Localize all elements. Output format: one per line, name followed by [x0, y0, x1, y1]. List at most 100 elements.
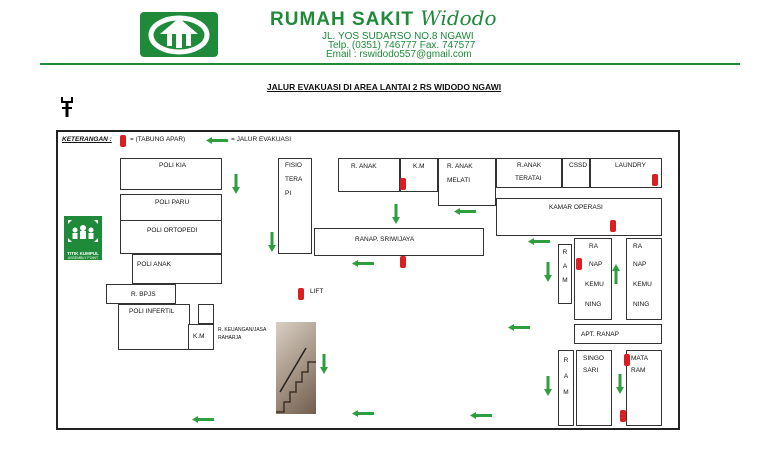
room-poli-paru: POLI PARU — [120, 194, 222, 222]
legend-route-arrow-icon — [206, 137, 228, 144]
room-label: K.M — [193, 333, 205, 340]
fire-extinguisher-icon — [624, 354, 630, 366]
header-divider — [40, 63, 740, 65]
room-laundry: LAUNDRY — [590, 158, 662, 188]
hospital-logo — [140, 12, 218, 57]
room-keuangan: R. KEUANGAN/JASA — [218, 327, 267, 333]
room-label-line: RA — [633, 243, 643, 250]
evacuation-arrow-down-icon — [392, 204, 400, 224]
room-label-line: NAP — [589, 261, 603, 268]
room-fisioterapi: FISIO TERA PI — [278, 158, 312, 254]
room-label: K.M — [413, 163, 425, 170]
room-label-line: M — [563, 389, 569, 396]
room-label: POLI KIA — [159, 162, 187, 169]
room-label: POLI ORTOPEDI — [147, 227, 198, 234]
evacuation-arrow-down-icon — [616, 374, 624, 394]
evacuation-arrow-down-icon — [268, 232, 276, 252]
legend-route-label: = JALUR EVAKUASI — [231, 136, 292, 143]
assembly-point-sign: TITIK KUMPUL ASSEMBLY POINT — [64, 216, 102, 260]
room-label-line: NAP — [633, 261, 647, 268]
evacuation-arrow-left-icon — [352, 260, 374, 267]
room-label: LIFT — [310, 288, 324, 295]
evacuation-arrow-left-icon — [528, 238, 550, 245]
room-mata-ram: MATA RAM — [626, 350, 662, 426]
room-label: LAUNDRY — [615, 162, 646, 169]
room-label-line: MELATI — [447, 177, 470, 184]
hospital-email: Email : rswidodo557@gmail.com — [326, 49, 472, 60]
hospital-name: RUMAH SAKIT Widodo — [270, 6, 497, 31]
map-title: JALUR EVAKUASI DI AREA LANTAI 2 RS WIDOD… — [266, 82, 502, 92]
assembly-people-icon — [68, 220, 98, 242]
compass-icon — [61, 97, 73, 117]
room-label: APT. RANAP — [581, 331, 619, 338]
room-label-line: RA — [589, 243, 599, 250]
room-label: KAMAR OPERASI — [549, 204, 603, 211]
room-small-closet — [198, 304, 214, 324]
room-label-line: M — [562, 277, 568, 284]
evacuation-arrow-left-icon — [192, 416, 214, 423]
room-label-line: KEMU — [585, 281, 604, 288]
room-label: POLI PARU — [155, 199, 190, 206]
assembly-sublabel: ASSEMBLY POINT — [67, 256, 99, 260]
evacuation-arrow-left-icon — [470, 412, 492, 419]
fire-extinguisher-icon — [610, 220, 616, 232]
hospital-name-main: RUMAH SAKIT — [270, 9, 414, 30]
room-r-anak-teratai: R.ANAK TERATAI — [496, 158, 562, 188]
room-label-line: A — [562, 263, 568, 270]
room-label-line: A — [563, 373, 569, 380]
room-ranap-kemuning-b: RA NAP KEMU NING — [626, 238, 662, 320]
room-label-line: PI — [285, 190, 292, 197]
fire-extinguisher-icon — [620, 410, 626, 422]
room-ranap-sriwijaya: RANAP. SRIWIJAYA — [314, 228, 484, 256]
room-label: R. BPJS — [131, 291, 156, 298]
room-poli-kia: POLI KIA — [120, 158, 222, 190]
room-label: RANAP. SRIWIJAYA — [355, 236, 415, 243]
room-cssd: CSSD — [562, 158, 590, 188]
evacuation-arrow-down-icon — [544, 262, 552, 282]
room-km-1: K.M — [188, 324, 214, 350]
room-lift: LIFT — [308, 282, 334, 304]
hospital-address: JL. YOS SUDARSO NO.8 NGAWI — [322, 31, 474, 42]
room-label: R. ANAK — [351, 163, 377, 170]
room-keuangan-sub: RAHARJA — [218, 335, 242, 341]
room-label-line: TERATAI — [515, 175, 542, 182]
room-label-line: RAM — [631, 367, 646, 374]
room-ram-1: R A M — [558, 244, 572, 304]
room-label: POLI ANAK — [137, 261, 171, 268]
room-ranap-kemuning-a: RA NAP KEMU NING — [574, 238, 612, 320]
room-apt-ranap: APT. RANAP — [574, 324, 662, 344]
hospital-phone: Telp. (0351) 746777 Fax. 747577 — [328, 40, 476, 51]
room-label-line: R.ANAK — [517, 162, 542, 169]
evacuation-arrow-left-icon — [508, 324, 530, 331]
room-label-line: R — [562, 249, 568, 256]
staircase-icon — [276, 347, 316, 413]
room-r-anak-melati: R. ANAK MELATI — [438, 158, 496, 206]
evacuation-arrow-down-icon — [232, 174, 240, 194]
fire-extinguisher-icon — [576, 258, 582, 270]
room-label-line: NING — [633, 301, 650, 308]
evacuation-arrow-down-icon — [320, 354, 328, 374]
room-label-line: KEMU — [633, 281, 652, 288]
room-poli-anak: POLI ANAK — [132, 254, 222, 284]
room-label-line: R. ANAK — [447, 163, 473, 170]
assembly-label: TITIK KUMPUL — [67, 251, 99, 256]
room-singosari: SINGO SARI — [576, 350, 612, 426]
room-label-line: NING — [585, 301, 602, 308]
room-label-line: SINGO — [583, 355, 604, 362]
evacuation-arrow-left-icon — [454, 208, 476, 215]
evacuation-arrow-left-icon — [352, 410, 374, 417]
room-label-line: TERA — [285, 176, 303, 183]
room-label-line: R — [563, 357, 569, 364]
fire-extinguisher-icon — [298, 288, 304, 300]
room-label: POLI INFERTIL — [129, 308, 175, 315]
room-poli-infertil: POLI INFERTIL — [118, 304, 190, 350]
legend-extinguisher-icon — [120, 135, 126, 147]
room-kamar-operasi: KAMAR OPERASI — [496, 198, 662, 236]
logo-emblem-icon — [148, 15, 210, 55]
evacuation-arrow-down-icon — [544, 376, 552, 396]
room-r-anak: R. ANAK — [338, 158, 400, 192]
floor-map: KETERANGAN : = (TABUNG APAR) = JALUR EVA… — [56, 130, 680, 430]
room-km-2: K.M — [400, 158, 438, 192]
hospital-name-script: Widodo — [420, 6, 497, 30]
room-label: CSSD — [569, 162, 588, 169]
